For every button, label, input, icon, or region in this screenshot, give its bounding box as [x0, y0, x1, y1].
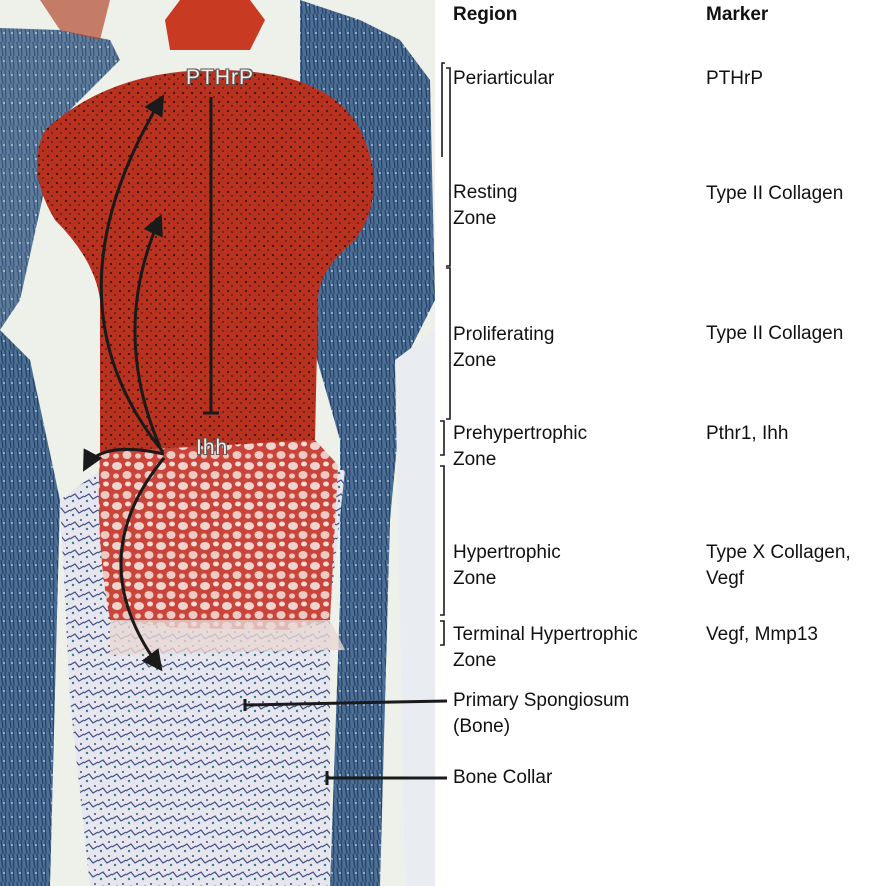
marker-hypertrophic-zone: Type X Collagen, Vegf — [706, 540, 851, 592]
bracket-periarticular — [442, 63, 445, 157]
region-terminal-hypertrophic-zone: Terminal Hypertrophic Zone — [453, 622, 638, 674]
marker-periarticular: PTHrP — [706, 66, 763, 92]
marker-terminal-hypertrophic-zone: Vegf, Mmp13 — [706, 622, 818, 648]
region-hypertrophic-zone: Hypertrophic Zone — [453, 540, 561, 592]
marker-proliferating-zone: Type II Collagen — [706, 321, 843, 347]
region-prehypertrophic-zone: Prehypertrophic Zone — [453, 421, 587, 473]
zone-brackets — [440, 63, 450, 645]
marker-header: Marker — [706, 4, 768, 26]
region-header: Region — [453, 4, 517, 26]
pthrp-label: PTHrP — [186, 66, 254, 90]
region-proliferating-zone: Proliferating Zone — [453, 322, 554, 374]
region-bone-collar: Bone Collar — [453, 765, 552, 791]
bracket-hypertrophic — [440, 466, 444, 615]
bracket-proliferating — [446, 268, 450, 419]
marker-resting-zone: Type II Collagen — [706, 181, 843, 207]
region-periarticular: Periarticular — [453, 66, 554, 92]
ihh-label: Ihh — [196, 436, 228, 460]
bracket-resting — [446, 68, 450, 266]
region-resting-zone: Resting Zone — [453, 180, 517, 232]
region-primary-spongiosum: Primary Spongiosum (Bone) — [453, 688, 629, 740]
bracket-terminal — [440, 621, 444, 645]
bracket-prehypertrophic — [440, 421, 444, 455]
marker-prehypertrophic-zone: Pthr1, Ihh — [706, 421, 788, 447]
